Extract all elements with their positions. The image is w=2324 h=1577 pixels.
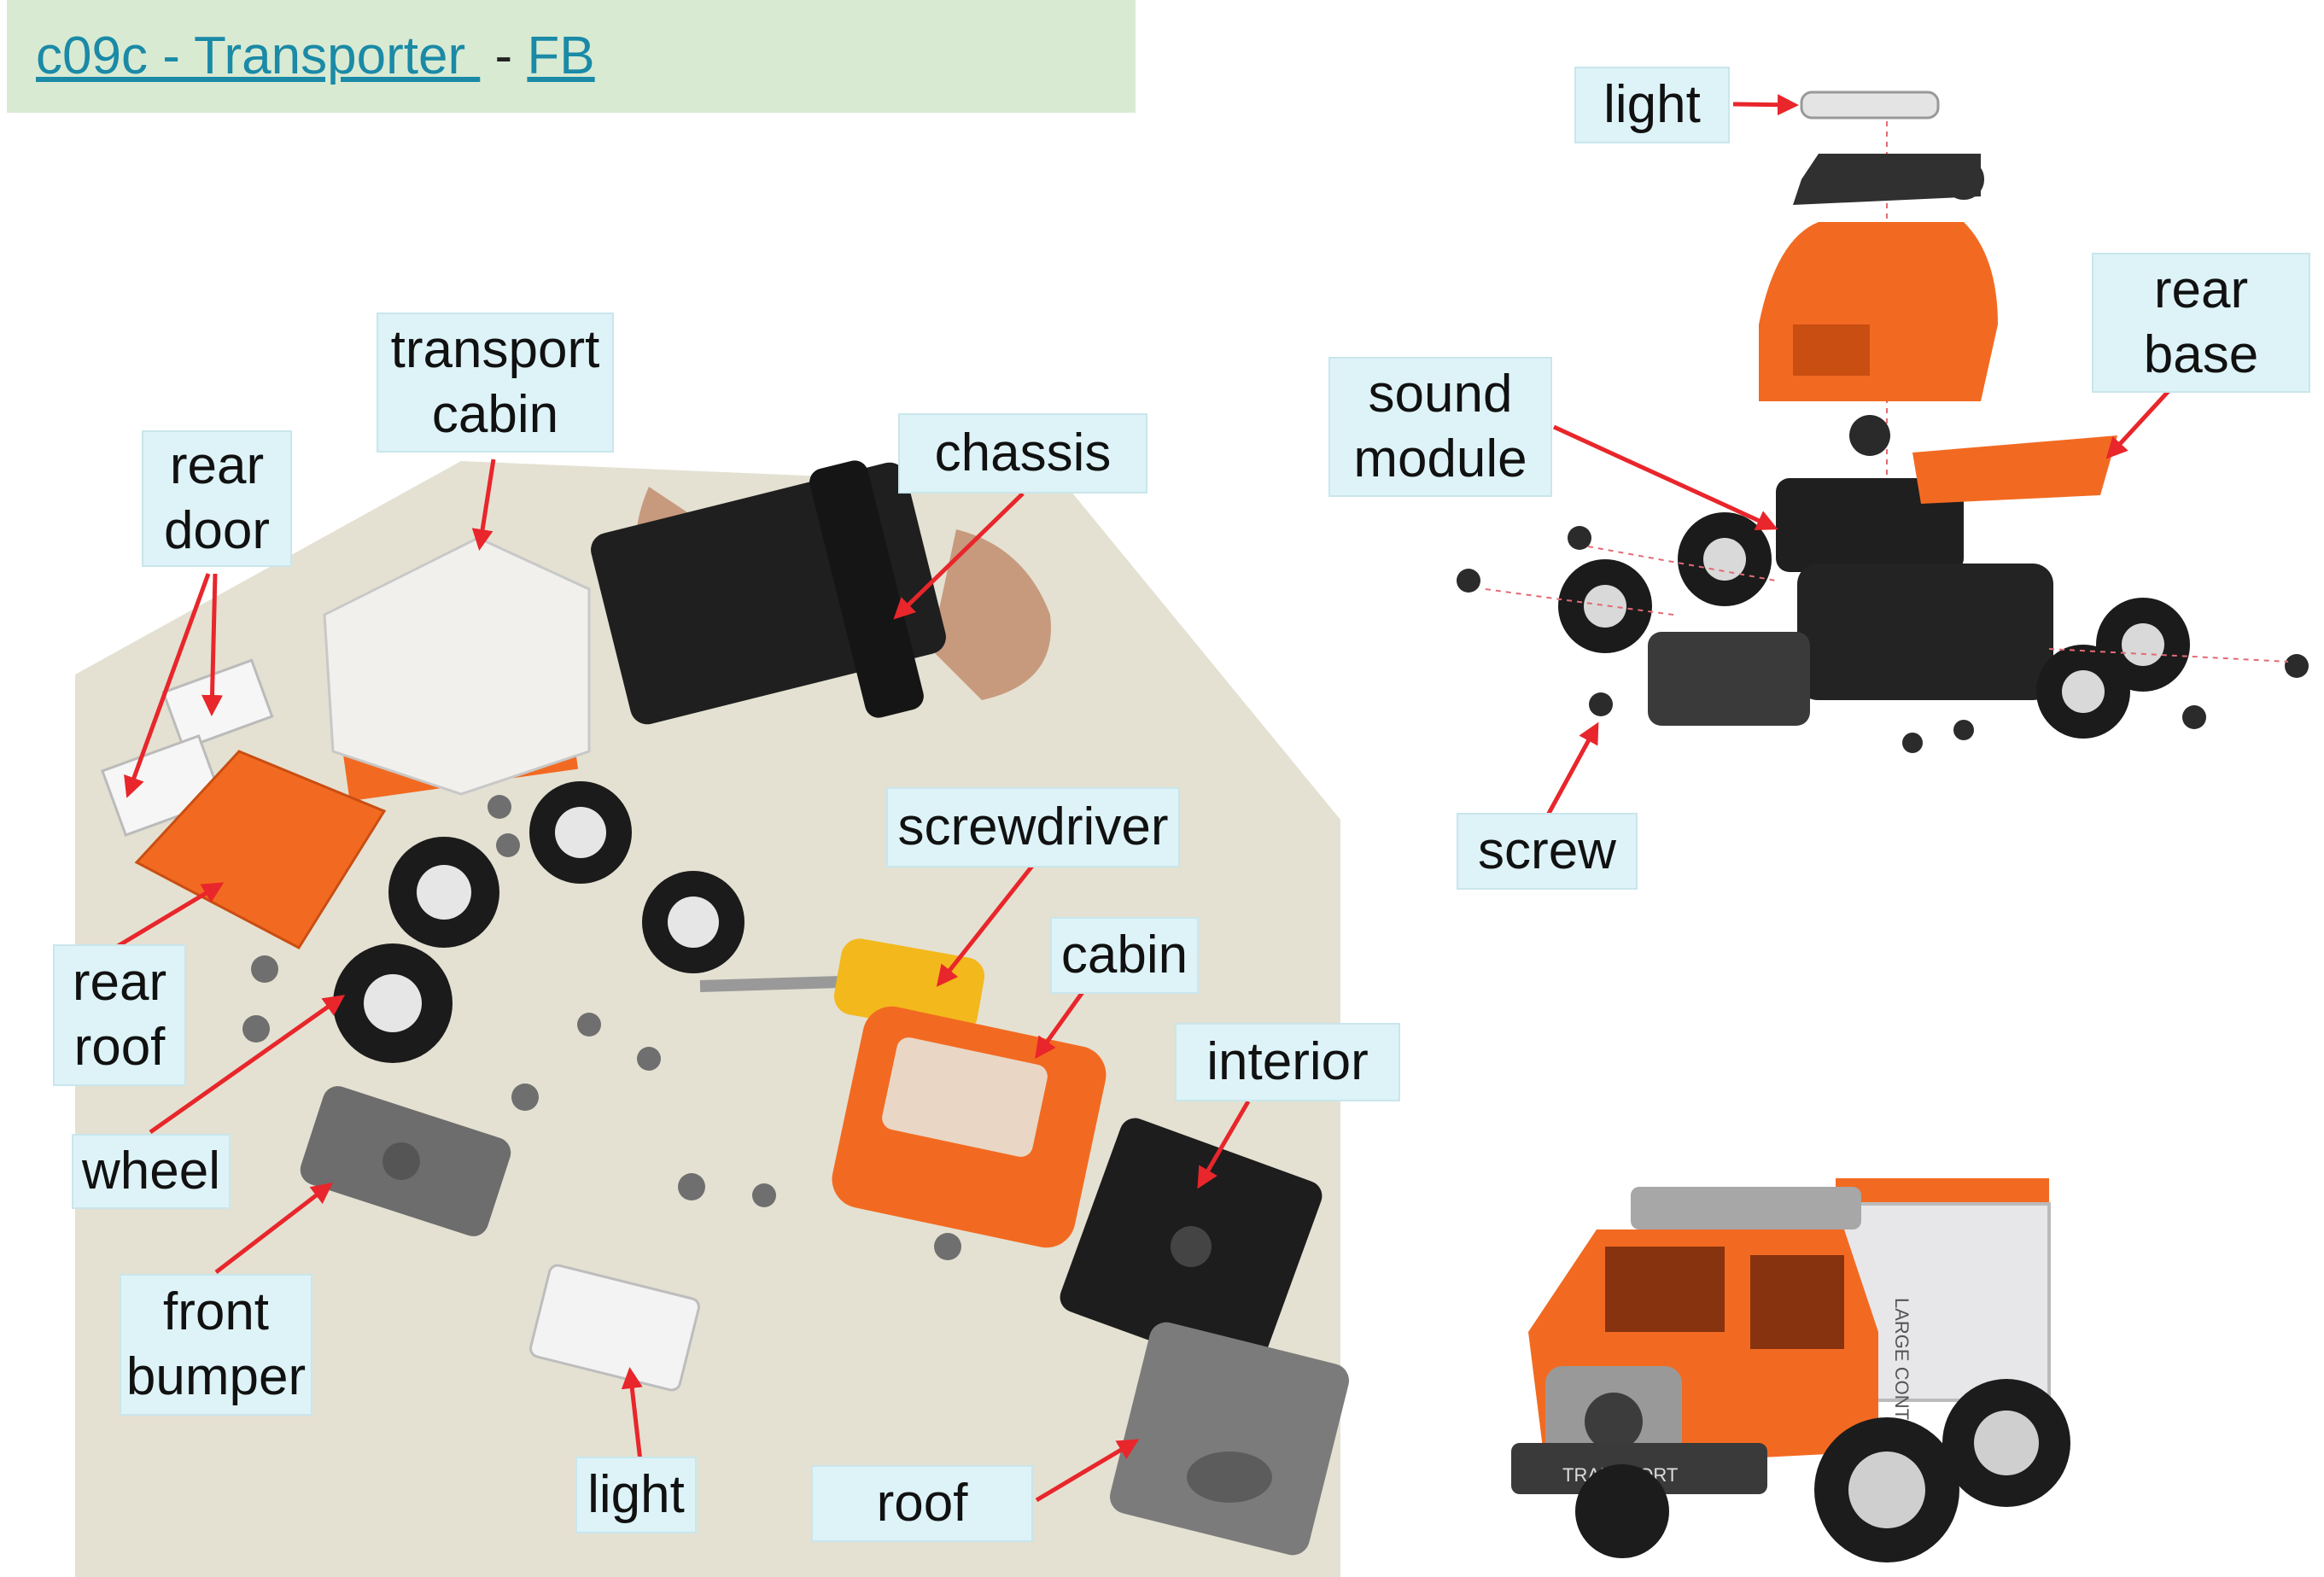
fb-link[interactable]: FB: [527, 26, 595, 85]
arrow-cabin: [1035, 990, 1085, 1060]
arrow-front-bumper: [214, 1182, 333, 1274]
arrow-sound-module: [1552, 424, 1778, 531]
label-roof: roof: [811, 1465, 1033, 1542]
label-screw: screw: [1457, 813, 1638, 890]
label-screwdriver: screwdriver: [886, 787, 1180, 867]
arrow-chassis: [893, 492, 1025, 620]
label-chassis: chassis: [898, 413, 1147, 494]
arrow-rear-door-1: [124, 573, 211, 798]
label-transport-cabin: transport cabin: [377, 312, 614, 453]
arrow-rear-roof: [116, 882, 225, 949]
parts-photo: [75, 460, 1350, 1577]
label-rear-base: rear base: [2092, 253, 2310, 393]
header-title: c09c - Transporter - FB: [36, 26, 595, 86]
arrow-rear-base: [2105, 389, 2170, 459]
finished-truck: LARGE CONTAINER TRANSPORT: [1511, 1178, 2070, 1562]
label-light-left: light: [575, 1457, 697, 1533]
title-link[interactable]: c09c - Transporter: [36, 26, 481, 85]
arrow-light-left: [621, 1367, 644, 1469]
arrow-wheel: [149, 995, 346, 1135]
label-rear-door: rear door: [142, 430, 292, 567]
label-cabin: cabin: [1050, 917, 1199, 994]
label-sound-module: sound module: [1328, 357, 1552, 497]
arrow-roof: [1035, 1439, 1140, 1503]
title-separator: -: [480, 26, 528, 85]
label-wheel: wheel: [72, 1134, 231, 1209]
label-front-bumper: front bumper: [120, 1274, 312, 1416]
label-interior: interior: [1175, 1023, 1400, 1101]
exploded-view: [1457, 91, 2309, 753]
label-light-right: light: [1574, 67, 1730, 143]
arrow-screwdriver: [936, 863, 1035, 987]
label-rear-roof: rear roof: [53, 944, 186, 1086]
arrow-light-right: [1732, 94, 1799, 116]
arrow-transport-cabin: [471, 458, 496, 551]
arrow-interior: [1197, 1100, 1251, 1189]
screws: [242, 795, 961, 1260]
arrow-screw: [1543, 721, 1599, 821]
wheels: [333, 781, 744, 1063]
arrow-rear-door-2: [201, 573, 223, 716]
header-bar: [7, 0, 1136, 113]
